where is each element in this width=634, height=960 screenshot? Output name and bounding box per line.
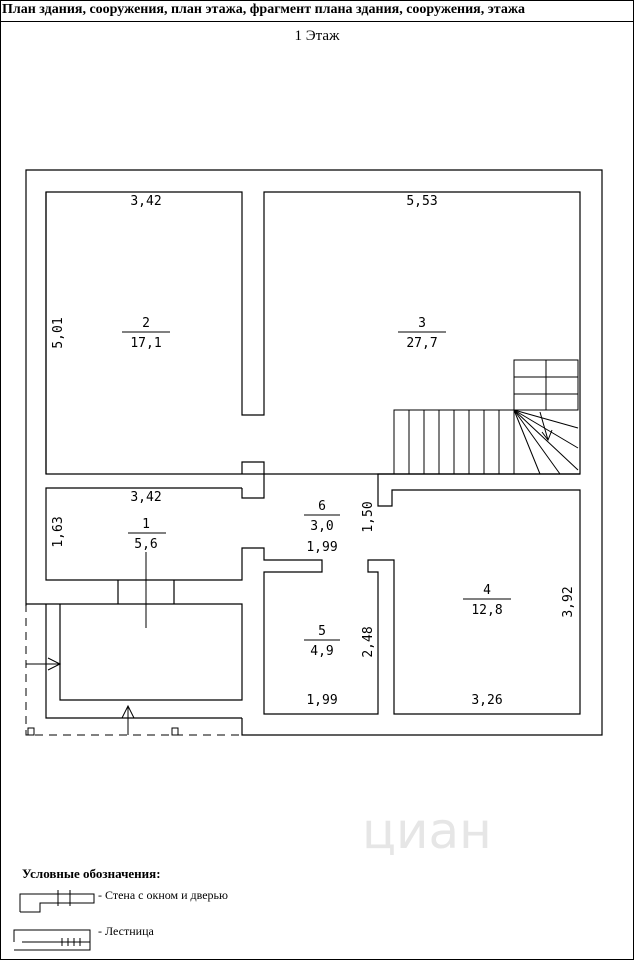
- dashed-lines: [25, 473, 378, 736]
- legend-item-wall: - Стена с окном и дверью: [98, 888, 228, 902]
- stair-winder: [513, 409, 579, 429]
- room-number: 2: [142, 316, 150, 331]
- dimension-room-4-height: 3,92: [561, 586, 576, 617]
- plan-title: План здания, сооружения, план этажа, фра…: [2, 2, 525, 17]
- room-area: 3,0: [310, 519, 333, 534]
- room-area: 4,9: [310, 644, 333, 659]
- walls: [25, 169, 603, 736]
- legend-symbols: [13, 890, 95, 951]
- dimension-room-5-width-top: 1,99: [306, 540, 337, 555]
- stair-winder: [513, 409, 579, 449]
- stair-direction: [539, 411, 549, 441]
- room-area: 27,7: [406, 336, 437, 351]
- dimension-room-4-width: 3,26: [471, 693, 502, 708]
- stair-winder: [513, 409, 541, 475]
- vestibule-wall: [26, 603, 243, 701]
- legend-title: Условные обозначения:: [22, 866, 161, 881]
- dimension-room-1-width: 3,42: [130, 490, 161, 505]
- dimension-room-2-width: 3,42: [130, 194, 161, 209]
- room-area: 5,6: [134, 537, 157, 552]
- stair-winder: [513, 409, 561, 475]
- room-area: 12,8: [471, 603, 502, 618]
- porch-post-left: [27, 727, 35, 736]
- porch-post-right: [171, 727, 179, 736]
- room-area: 17,1: [130, 336, 161, 351]
- legend-item-stairs: - Лестница: [98, 924, 154, 938]
- stair-direction-head: [541, 429, 553, 442]
- staircase: [393, 359, 579, 475]
- title-bar: План здания, сооружения, план этажа, фра…: [0, 0, 634, 22]
- dimension-labels: 3,42 5,53 3,42 1,99 1,99 3,26 5,01 1,63 …: [51, 194, 576, 708]
- entry-arrow-head-left: [47, 657, 62, 671]
- dimension-room-1-height: 1,63: [51, 516, 66, 547]
- room-number: 3: [418, 316, 426, 331]
- entrance-arrows: [26, 552, 179, 736]
- entry-arrow-head-bottom: [121, 704, 135, 719]
- vestibule-inner-wall: [45, 604, 242, 719]
- room-2-outline: [45, 191, 581, 475]
- outer-wall: [25, 169, 603, 736]
- room-number: 5: [318, 624, 326, 639]
- room-number: 1: [142, 517, 150, 532]
- dimension-room-5-width-bottom: 1,99: [306, 693, 337, 708]
- porch-outline: [25, 604, 242, 736]
- floor-label: 1 Этаж: [294, 28, 340, 44]
- room-number: 4: [483, 583, 491, 598]
- room-1-outline: [45, 473, 581, 715]
- legend-stair-symbol: [13, 929, 91, 951]
- stair-winder: [513, 409, 579, 471]
- dimension-room-2-height: 5,01: [51, 317, 66, 348]
- watermark: циан: [362, 802, 492, 860]
- dimension-room-5-height: 2,48: [361, 626, 376, 657]
- room-labels: 1 5,6 2 17,1 3 27,7 4 12,8 5 4,9 6 3,0: [122, 316, 511, 659]
- pier-upper: [241, 461, 265, 499]
- dimension-room-6-height: 1,50: [361, 501, 376, 532]
- room-number: 6: [318, 499, 326, 514]
- legend-wall-symbol: [19, 893, 95, 913]
- dimension-room-3-width: 5,53: [406, 194, 437, 209]
